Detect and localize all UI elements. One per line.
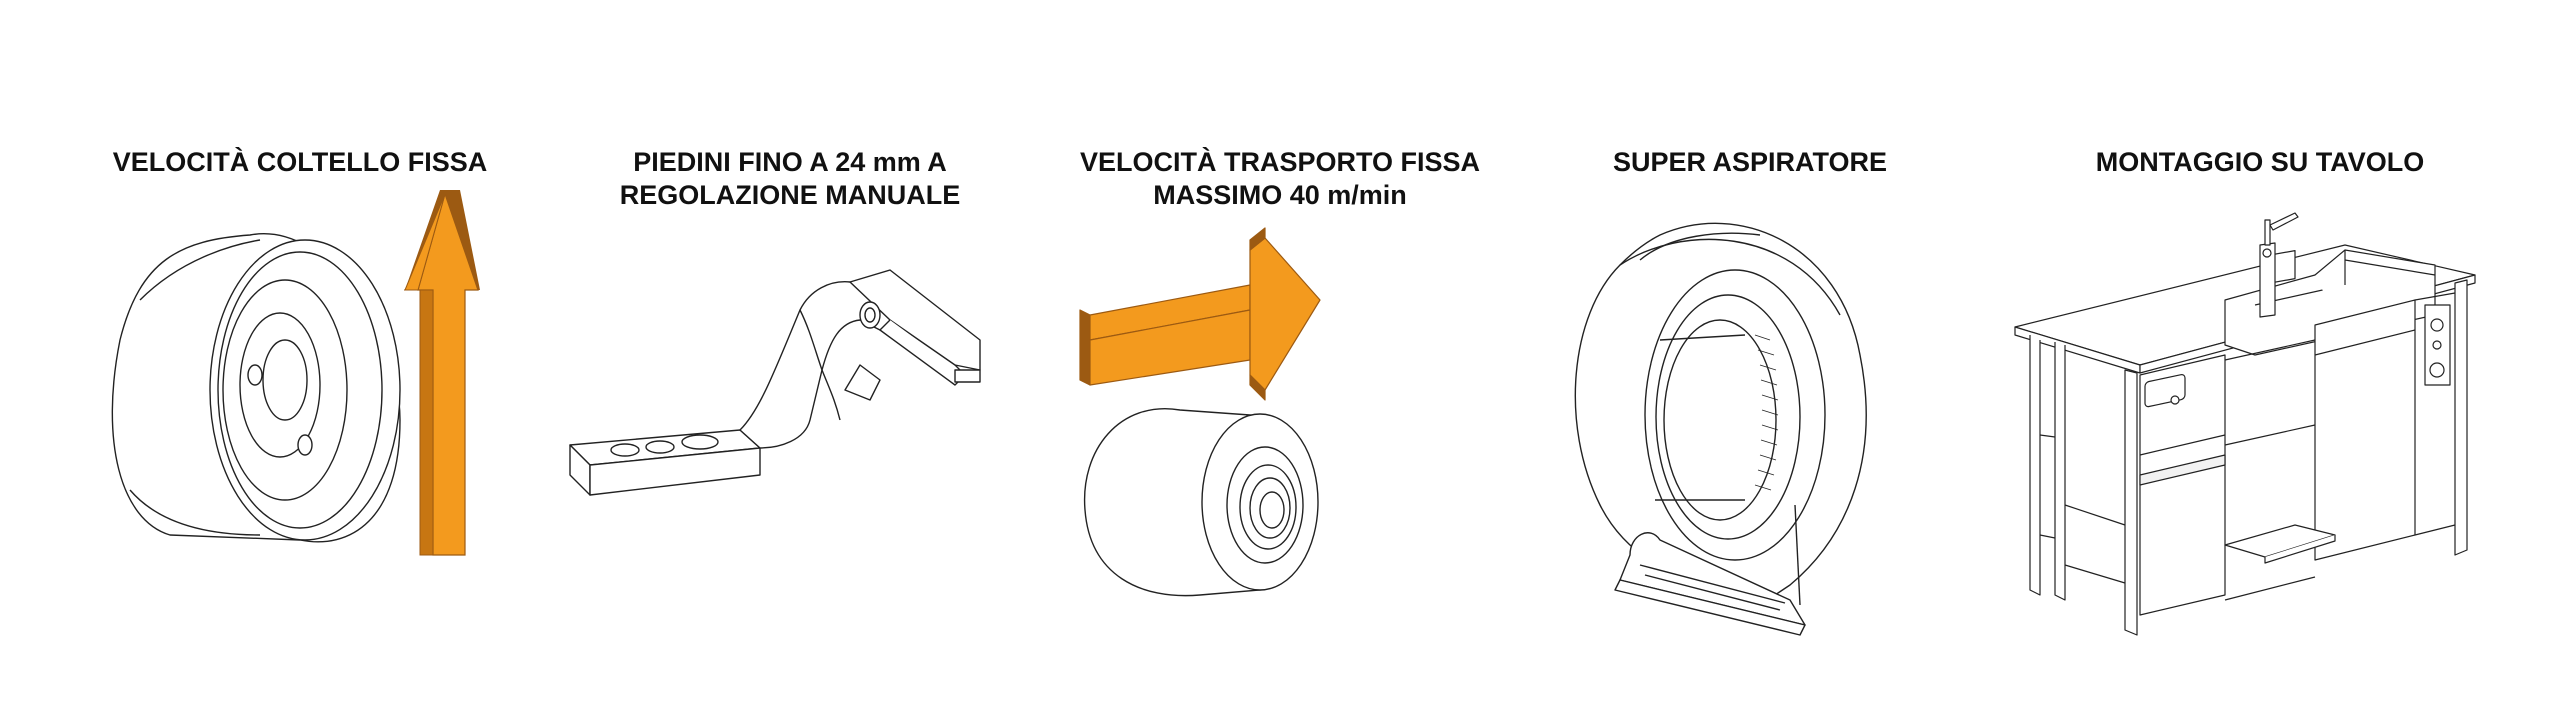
feature-panel-knife-speed: VELOCITÀ COLTELLO FISSA xyxy=(60,0,540,717)
feature-panel-super-suction: SUPER ASPIRATORE xyxy=(1520,0,1980,717)
machine-on-table-icon xyxy=(2015,205,2495,645)
feature-title: PIEDINI FINO A 24 mm A REGOLAZIONE MANUA… xyxy=(540,146,1040,212)
feature-panel-table-mount: MONTAGGIO SU TAVOLO xyxy=(1980,0,2540,717)
feature-title-line: PIEDINI FINO A 24 mm A xyxy=(633,147,947,177)
feature-title: VELOCITÀ COLTELLO FISSA xyxy=(60,146,540,179)
feature-title: MONTAGGIO SU TAVOLO xyxy=(1980,146,2540,179)
feature-title-line: REGOLAZIONE MANUALE xyxy=(619,180,961,210)
feature-title-line: VELOCITÀ COLTELLO FISSA xyxy=(112,147,488,177)
suction-fan-icon xyxy=(1560,205,1960,635)
feed-roller-with-right-arrow-icon xyxy=(1080,230,1510,610)
up-arrow-icon xyxy=(404,190,480,555)
knife-wheel-with-up-arrow-icon xyxy=(100,190,480,570)
feature-title-line: SUPER ASPIRATORE xyxy=(1612,147,1888,177)
feature-panel-presser-feet: PIEDINI FINO A 24 mm A REGOLAZIONE MANUA… xyxy=(540,0,1040,717)
feature-panel-feed-speed: VELOCITÀ TRASPORTO FISSA MASSIMO 40 m/mi… xyxy=(1040,0,1520,717)
feature-title-line: MASSIMO 40 m/min xyxy=(1153,180,1407,210)
feature-title: VELOCITÀ TRASPORTO FISSA MASSIMO 40 m/mi… xyxy=(1040,146,1520,212)
feature-title: SUPER ASPIRATORE xyxy=(1520,146,1980,179)
right-arrow-icon xyxy=(1080,228,1320,400)
presser-foot-icon xyxy=(560,270,1030,510)
feature-title-line: VELOCITÀ TRASPORTO FISSA xyxy=(1079,147,1481,177)
feature-title-line: MONTAGGIO SU TAVOLO xyxy=(2095,147,2425,177)
